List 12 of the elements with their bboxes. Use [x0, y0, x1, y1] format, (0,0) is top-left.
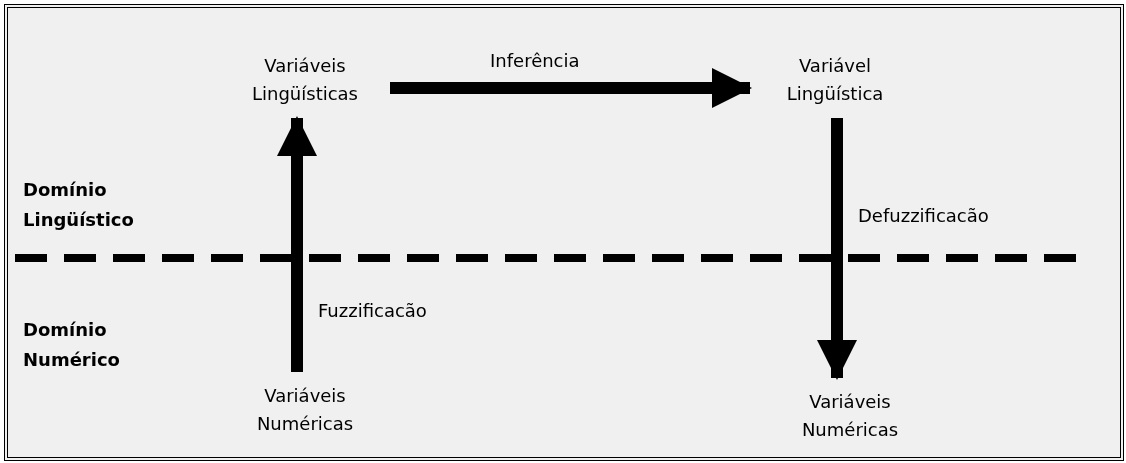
node-label: Variável Lingüística [785, 54, 885, 106]
edge-label: Fuzzificacão [318, 300, 427, 321]
domain-label: Domínio Numérico [23, 318, 121, 372]
arrow [277, 116, 317, 372]
arrow [390, 68, 752, 108]
arrow [817, 118, 857, 380]
node-label: Variáveis Numéricas [255, 384, 355, 436]
node-label: Variáveis Lingüísticas [251, 54, 359, 106]
node-label: Variáveis Numéricas [800, 390, 900, 442]
domain-label: Domínio Lingüístico [23, 178, 135, 232]
edge-label: Defuzzificacão [858, 205, 989, 226]
edge-label: Inferência [490, 50, 580, 71]
